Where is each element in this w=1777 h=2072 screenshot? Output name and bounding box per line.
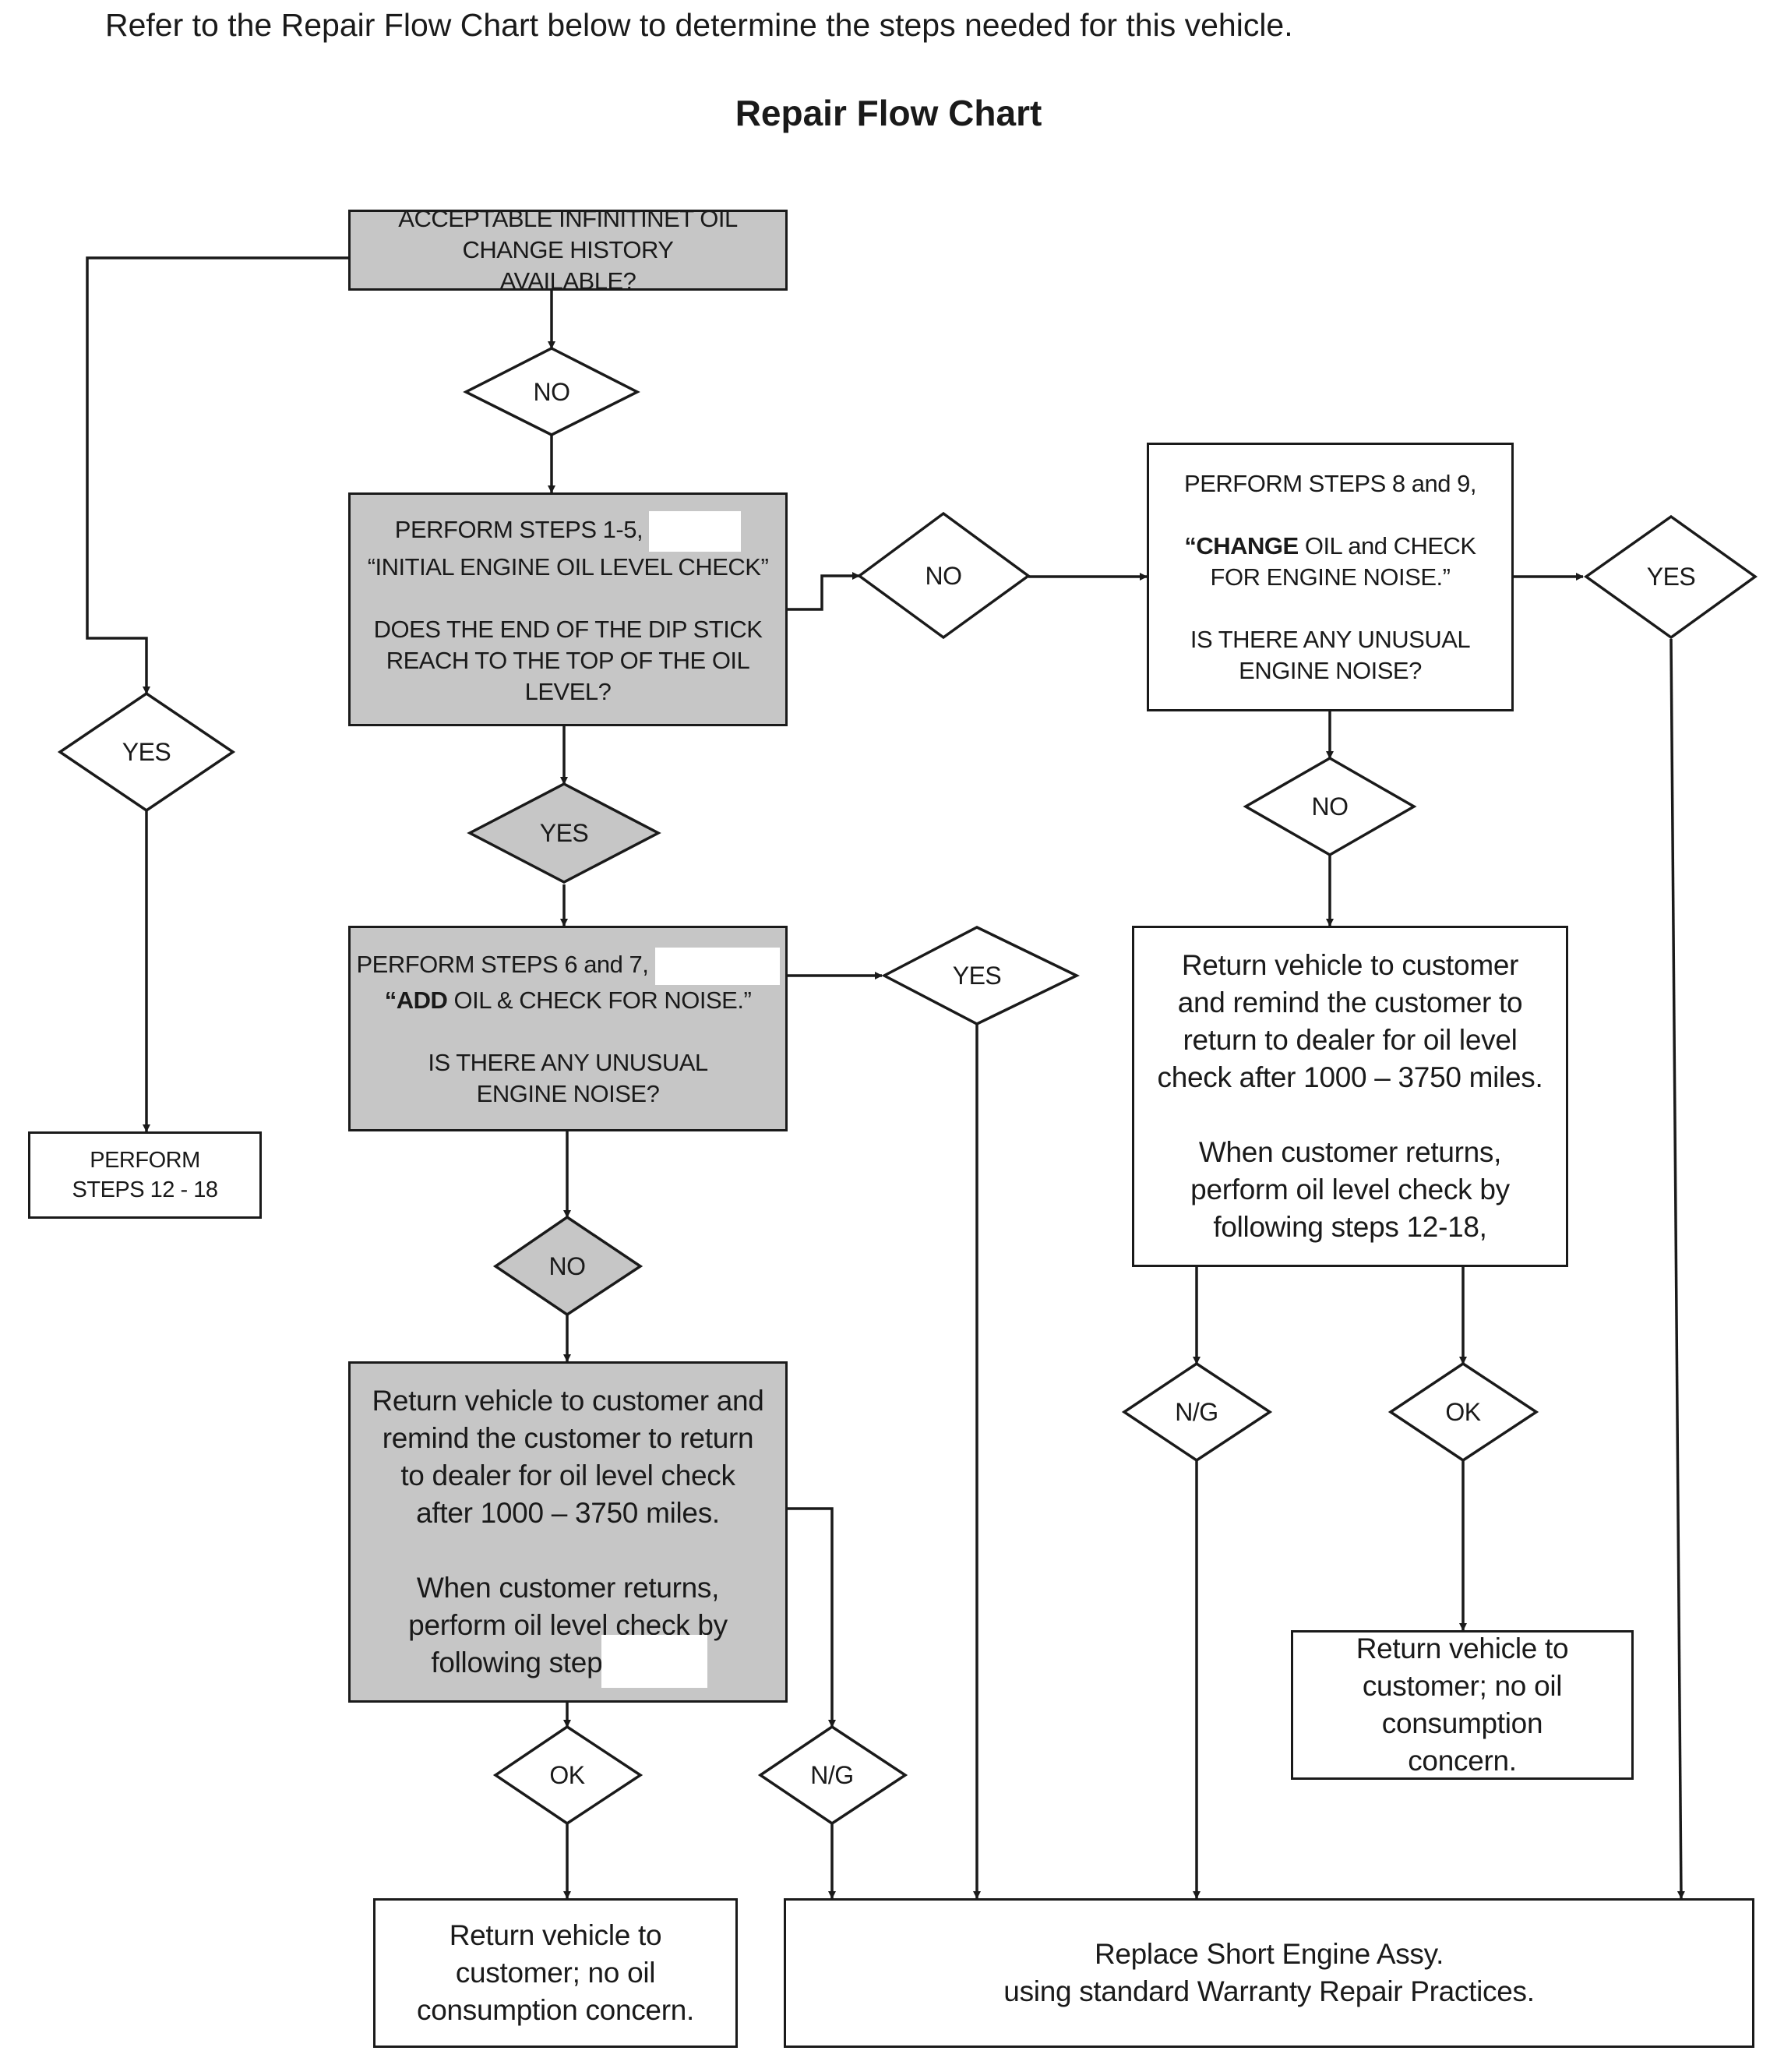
- steps-8-9-title: PERFORM STEPS 8 and 9,: [1184, 469, 1476, 497]
- decision-label-ok-right: OK: [1445, 1398, 1481, 1426]
- steps-6-7-action-keyword: “ADD: [384, 987, 448, 1014]
- no-concern-left-box: Return vehicle to customer; no oil consu…: [373, 1898, 738, 2048]
- steps-8-9-box: PERFORM STEPS 8 and 9, “CHANGE OIL and C…: [1147, 443, 1514, 711]
- steps-8-9-action-keyword: “CHANGE: [1184, 531, 1299, 559]
- decision-diamond-ng-left: [757, 1724, 908, 1826]
- decision-diamond-ng-right: [1121, 1361, 1273, 1463]
- redaction-mask: [601, 1635, 707, 1688]
- steps-6-7-question: IS THERE ANY UNUSUAL ENGINE NOISE?: [428, 1049, 708, 1107]
- no-concern-left-text: Return vehicle to customer; no oil consu…: [417, 1919, 694, 2026]
- decision-diamond-no-bottom: [492, 1215, 643, 1317]
- return-left-para1: Return vehicle to customer and remind th…: [372, 1385, 764, 1529]
- decision-diamond-yes-center: [881, 926, 1081, 1025]
- replace-engine-box: Replace Short Engine Assy. using standar…: [784, 1898, 1754, 2048]
- decision-diamond-yes-far-right: [1583, 514, 1758, 640]
- replace-engine-line1: Replace Short Engine Assy.: [1094, 1938, 1444, 1970]
- decision-diamond-yes-mid: [467, 782, 661, 884]
- return-right-para2: When customer returns, perform oil level…: [1190, 1136, 1510, 1243]
- start-question-text: ACCEPTABLE INFINITINET OIL CHANGE HISTOR…: [398, 205, 738, 295]
- steps-1-5-subtitle: “INITIAL ENGINE OIL LEVEL CHECK”: [367, 553, 769, 581]
- steps-6-7-title: PERFORM STEPS 6 and 7,: [356, 951, 649, 979]
- redaction-mask: [649, 511, 742, 552]
- connector-steps15-to-no-mid: [787, 572, 860, 611]
- intro-text: Refer to the Repair Flow Chart below to …: [105, 7, 1293, 43]
- return-right-para1: Return vehicle to customer and remind th…: [1157, 949, 1543, 1093]
- decision-label-no-right-top: NO: [1311, 792, 1349, 821]
- decision-label-no-bottom: NO: [548, 1252, 587, 1280]
- no-concern-right-text: Return vehicle to customer; no oil consu…: [1356, 1633, 1569, 1777]
- decision-label-ng-left: N/G: [810, 1761, 854, 1789]
- decision-label-yes-mid: YES: [539, 819, 589, 847]
- steps-1-5-question: DOES THE END OF THE DIP STICK REACH TO T…: [373, 616, 763, 705]
- return-left-box: Return vehicle to customer and remind th…: [348, 1361, 788, 1703]
- steps-6-7-box: PERFORM STEPS 6 and 7, “ADD OIL & CHECK …: [348, 926, 788, 1131]
- decision-label-ok-left: OK: [549, 1761, 585, 1789]
- steps-12-18-box: PERFORM STEPS 12 - 18: [28, 1131, 262, 1219]
- steps-8-9-question: IS THERE ANY UNUSUAL ENGINE NOISE?: [1190, 625, 1471, 684]
- no-concern-right-box: Return vehicle to customer; no oil consu…: [1291, 1630, 1634, 1780]
- redaction-mask: [654, 948, 780, 985]
- connector-start-to-yes-left: [86, 256, 350, 694]
- decision-label-yes-center: YES: [952, 962, 1002, 990]
- decision-label-yes-far-right: YES: [1646, 563, 1696, 591]
- steps-12-18-text: PERFORM STEPS 12 - 18: [72, 1148, 218, 1202]
- return-right-box: Return vehicle to customer and remind th…: [1132, 926, 1568, 1267]
- start-question-box: ACCEPTABLE INFINITINET OIL CHANGE HISTOR…: [348, 205, 788, 295]
- steps-1-5-title: PERFORM STEPS 1-5,: [394, 516, 643, 544]
- decision-diamond-ok-right: [1387, 1361, 1539, 1463]
- chart-title: Repair Flow Chart: [735, 93, 1042, 133]
- replace-engine-line2: using standard Warranty Repair Practices…: [1003, 1975, 1535, 2007]
- decision-diamond-ok-left: [492, 1724, 643, 1826]
- decision-label-yes-left: YES: [122, 738, 171, 766]
- decision-label-no-top: NO: [533, 378, 571, 406]
- decision-label-ng-right: N/G: [1175, 1398, 1218, 1426]
- decision-diamond-no-top: [463, 347, 640, 436]
- connector-yes-right-to-replace: [1669, 638, 1685, 1899]
- decision-diamond-yes-left: [57, 691, 236, 813]
- steps-1-5-box: PERFORM STEPS 1-5, “INITIAL ENGINE OIL L…: [348, 492, 788, 726]
- decision-label-no-mid: NO: [925, 562, 963, 590]
- decision-diamond-no-right-top: [1243, 756, 1417, 857]
- decision-diamond-no-mid: [857, 511, 1031, 640]
- steps-8-9-action-rest: OIL and CHECK FOR ENGINE NOISE.”: [1210, 531, 1477, 591]
- connector-return-left-to-ng: [787, 1507, 836, 1728]
- steps-6-7-action-rest: OIL & CHECK FOR NOISE.”: [447, 987, 752, 1014]
